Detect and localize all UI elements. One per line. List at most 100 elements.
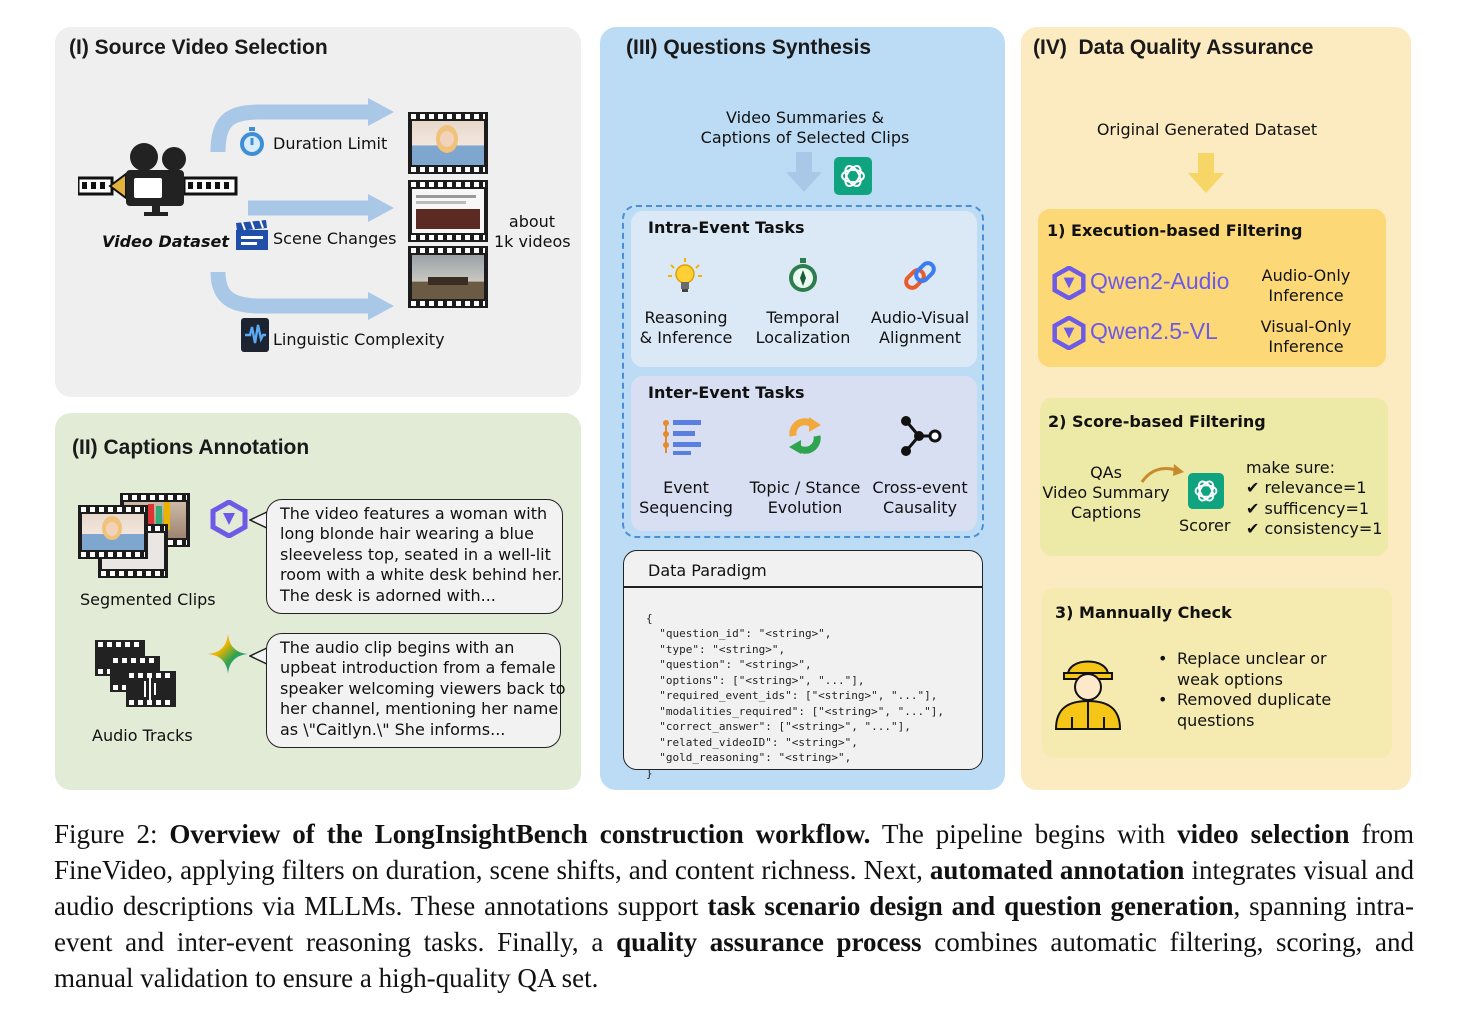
execution-filter-title: 1) Execution-based Filtering (1047, 221, 1303, 240)
panel-title: (IV) Data Quality Assurance (1033, 36, 1314, 59)
check-text: sufficency=1 (1264, 498, 1370, 518)
caption-line: The desk is adorned with... (280, 585, 496, 605)
execution-filter-box (1038, 209, 1386, 367)
schema-line: } (646, 766, 653, 780)
video-camera-icon (78, 143, 238, 216)
caption-line: her channel, mentioning her name (280, 699, 559, 719)
check-row: ✔ sufficency=1 (1246, 499, 1382, 520)
schema-line: { (646, 611, 653, 625)
down-arrow-icon (786, 152, 822, 192)
audio-frame (126, 671, 176, 707)
panel-title: (II) Captions Annotation (72, 436, 310, 459)
model-name: Qwen2.5-VL (1090, 318, 1218, 344)
caption-line: speaker welcoming viewers back to (280, 678, 566, 698)
network-node-icon (901, 416, 942, 456)
check-text: consistency=1 (1264, 519, 1383, 538)
input-line: Video Summaries & (726, 108, 884, 127)
video-count-label: about 1k videos (494, 212, 571, 252)
video-caption-bubble: The video features a woman with long blo… (266, 499, 563, 614)
check-row: ✔ consistency=1 (1246, 519, 1382, 540)
score-input-line: QAs (1090, 463, 1122, 482)
schema-line: "modalities_required": ["<string>", "...… (646, 704, 945, 718)
caption-bold: Overview of the LongInsightBench constru… (169, 819, 871, 849)
curved-arrow-icon (1140, 464, 1184, 483)
paradigm-schema: { "question_id": "<string>", "type": "<s… (646, 595, 944, 797)
caption-text: combines automatic filtering, scoring, a… (54, 927, 1414, 993)
caption-line: long blonde hair wearing a blue (280, 524, 534, 544)
inter-event-title: Inter-Event Tasks (648, 383, 805, 402)
caption-line: The video features a woman with (280, 504, 548, 523)
figure-caption: Figure 2: Overview of the LongInsightBen… (54, 816, 1414, 996)
caption-bold: automated annotation (929, 855, 1185, 885)
caption-line: sleeveless top, seated in a well-lit (280, 544, 551, 564)
check-icon: ✔ (1246, 478, 1265, 497)
task-line: Sequencing (639, 498, 733, 517)
list-sequence-icon (663, 420, 701, 455)
task-line: Evolution (767, 498, 843, 517)
qwen-logo-icon (1052, 316, 1086, 350)
selection-arrows (210, 98, 394, 320)
task-line: Reasoning (644, 308, 728, 327)
intra-event-title: Intra-Event Tasks (648, 218, 805, 237)
caption-line: room with a white desk behind her. (280, 565, 563, 585)
check-item: ✔ relevance=1 ✔ sufficency=1 ✔ consisten… (1246, 478, 1382, 540)
caption-bold: video selection (1177, 819, 1350, 849)
video-count-line: 1k videos (494, 232, 571, 251)
score-input-line: Captions (1070, 503, 1142, 522)
video-dataset-label: Video Dataset (102, 232, 229, 251)
worker-icon (1054, 660, 1122, 730)
task-line: Audio-Visual (870, 308, 970, 327)
lightbulb-icon (668, 258, 702, 292)
task-line: Cross-event (872, 478, 968, 497)
caption-line: The audio clip begins with an (280, 638, 515, 657)
qwen-logo-icon (210, 500, 248, 538)
caption-text: integrates visual and audio descriptions… (54, 855, 1414, 921)
audio-wave-icon (241, 318, 269, 352)
caption-text: The pipeline begins with (870, 819, 1178, 849)
chatgpt-logo-icon (1188, 473, 1224, 509)
video-count-line: about (508, 212, 556, 231)
audio-tracks-label: Audio Tracks (92, 726, 193, 745)
score-inputs: QAs Video Summary Captions (1042, 463, 1170, 523)
data-paradigm-title: Data Paradigm (648, 561, 767, 580)
manual-check-title: 3) Mannually Check (1055, 603, 1232, 622)
model-name: Qwen2-Audio (1090, 268, 1230, 294)
video-frame-thumbnail (408, 180, 488, 242)
score-filter-title: 2) Score-based Filtering (1048, 412, 1266, 431)
original-dataset-label: Original Generated Dataset (1096, 120, 1318, 139)
caption-line: as \"Caitlyn.\" She informs... (280, 719, 506, 739)
schema-line: "related_videoID": "<string>", (646, 735, 858, 749)
filter-scene-label: Scene Changes (273, 229, 397, 248)
paradigm-divider (624, 586, 982, 588)
clapperboard-icon (236, 220, 268, 250)
gemini-sparkle-icon (208, 634, 248, 674)
schema-line: "required_event_ids": ["<string>", "..."… (646, 689, 938, 702)
schema-line: "question_id": "<string>", (646, 627, 832, 640)
task-line: Causality (883, 498, 957, 517)
inference-line: Inference (1268, 337, 1344, 356)
caption-bold: quality assurance process (616, 927, 922, 957)
bullet-icon: • (1158, 649, 1168, 668)
caption-text: from FineVideo, applying filters on dura… (54, 819, 1414, 885)
schema-line: "type": "<string>", (646, 642, 786, 656)
task-line: Localization (755, 328, 851, 347)
panel-title: (III) Questions Synthesis (626, 36, 872, 59)
manual-line: Removed duplicate (1177, 690, 1332, 709)
task-line: Alignment (879, 328, 961, 347)
inference-line: Audio-Only (1261, 266, 1351, 285)
manual-line: questions (1177, 710, 1255, 730)
check-row: ✔ relevance=1 (1246, 478, 1382, 499)
caption-text: Figure 2: (54, 819, 170, 849)
caption-text: , spanning intra-event and inter-event r… (54, 891, 1415, 957)
filter-linguistic-label: Linguistic Complexity (273, 330, 445, 349)
manual-line: Replace unclear or (1177, 649, 1327, 668)
schema-line: "options": ["<string>", "..."], (646, 673, 865, 687)
video-frame-thumbnail (408, 112, 488, 174)
qwen-logo-icon (1052, 266, 1086, 300)
